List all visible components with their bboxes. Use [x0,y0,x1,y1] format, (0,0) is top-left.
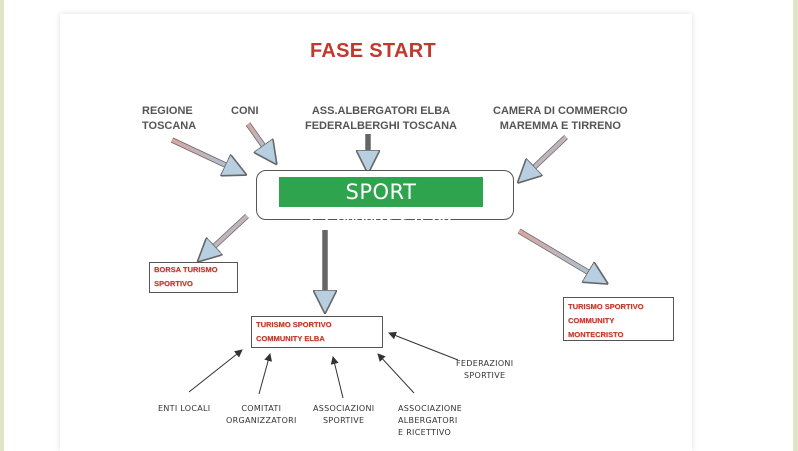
source-ass-line1: ASS.ALBERGATORI ELBA [311,105,451,117]
borsa-line1: BORSA TURISMO [154,265,218,274]
source-coni: CONI [231,105,259,117]
actor-albergatori-line2: ALBERGATORI [398,416,458,425]
actor-albergatori-line1: ASSOCIAZIONE [398,404,463,413]
borsa-line2: SPORTIVO [154,279,193,288]
actor-federazioni-sportive: FEDERAZIONI SPORTIVE [456,358,513,382]
frame-border-left [0,0,4,451]
community-elba-box [251,316,383,348]
arrow-comitati [258,353,273,395]
frame-border-right [793,0,798,451]
arrow-albergatori [377,353,415,394]
source-camera-line1: CAMERA DI COMMERCIO [493,105,628,117]
sport-commission-label: SPORT COMMISSION [279,177,483,234]
borsa-turismo-text: BORSA TURISMO SPORTIVO [154,263,217,291]
actor-associazioni-line2: SPORTIVE [323,416,365,425]
slide-canvas [60,14,692,451]
community-elba-text: TURISMO SPORTIVO COMMUNITY ELBA [256,318,331,346]
arrow-associazioni [330,356,344,399]
actor-albergatori-line3: E RICETTIVO [398,428,452,437]
borsa-turismo-box [149,262,238,293]
community-montecristo-text: TURISMO SPORTIVO COMMUNITY MONTECRISTO [568,300,643,342]
montecristo-line3: MONTECRISTO [568,330,624,339]
actor-comitati-line1: COMITATI [241,404,282,413]
source-regione-line1: REGIONE [142,105,193,117]
arrow-enti [188,349,243,393]
source-regione: REGIONE TOSCANA [142,104,196,134]
diagram-title: FASE START [310,40,436,62]
community-montecristo-box [563,297,674,341]
actor-comitati-line2: ORGANIZZATORI [226,416,297,425]
actor-federazioni-line1: FEDERAZIONI [456,359,514,368]
actor-associazioni-line1: ASSOCIAZIONI [313,404,375,413]
montecristo-line1: TURISMO SPORTIVO [568,302,644,311]
actor-comitati: COMITATI ORGANIZZATORI [226,403,297,427]
actor-associazioni-sportive: ASSOCIAZIONI SPORTIVE [313,403,374,427]
arrow-regione [170,137,236,170]
arrow-camera-commercio [526,135,568,175]
arrow-to-montecristo [517,228,598,278]
source-ass-albergatori: ASS.ALBERGATORI ELBA FEDERALBERGHI TOSCA… [305,104,457,134]
montecristo-line2: COMMUNITY [568,316,615,325]
actor-associazione-albergatori: ASSOCIAZIONE ALBERGATORI E RICETTIVO [398,403,462,439]
elba-line1: TURISMO SPORTIVO [256,320,332,329]
source-regione-line2: TOSCANA [142,120,197,132]
arrow-coni [245,122,270,155]
source-camera-line2: MAREMMA E TIRRENO [499,120,621,132]
source-ass-line2: FEDERALBERGHI TOSCANA [305,120,457,132]
actor-federazioni-line2: SPORTIVE [464,371,506,380]
actor-enti-locali: ENTI LOCALI [158,404,211,413]
source-camera-commercio: CAMERA DI COMMERCIO MAREMMA E TIRRENO [493,104,628,134]
elba-line2: COMMUNITY ELBA [256,334,325,343]
arrow-to-borsa [206,213,249,254]
arrow-federazioni [388,331,459,361]
